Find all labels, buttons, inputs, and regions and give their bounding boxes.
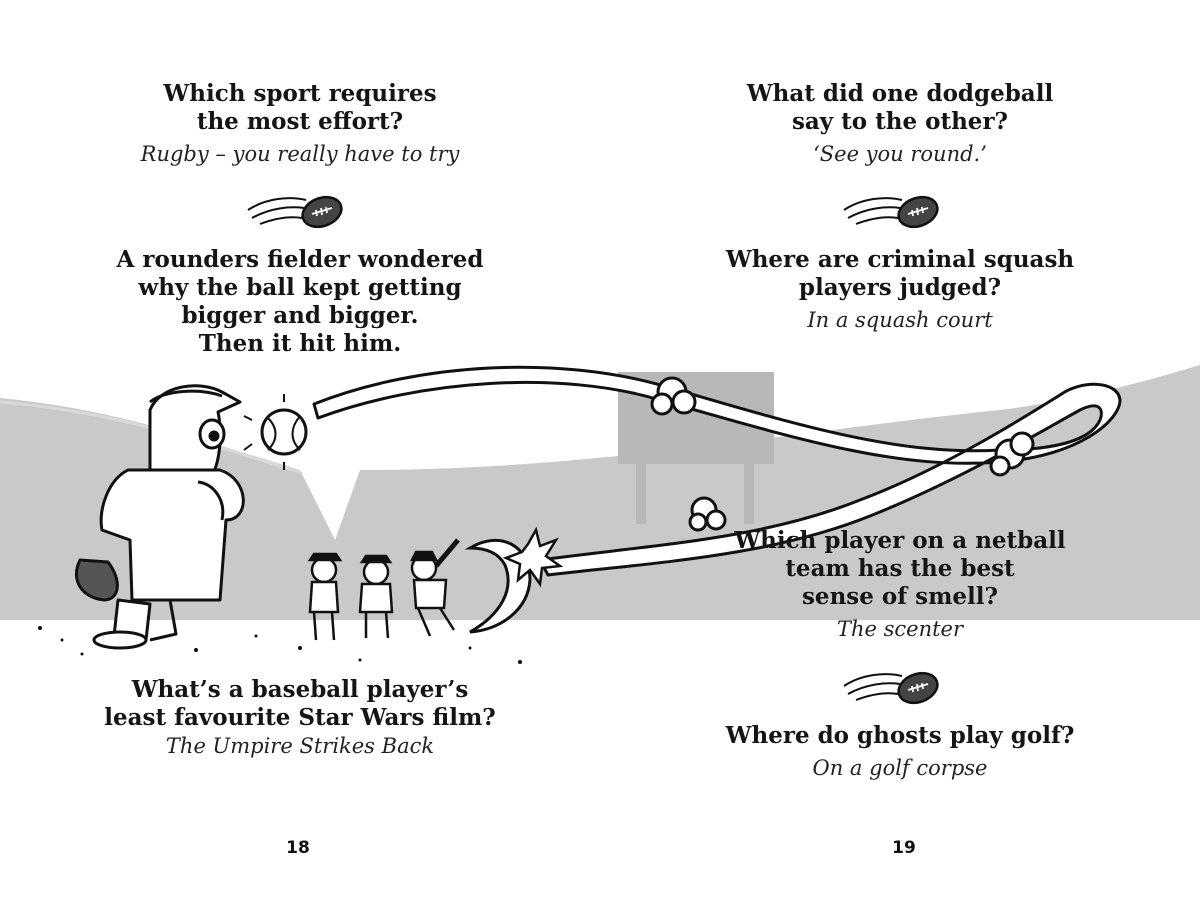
ground-marks	[38, 626, 522, 664]
joke-answer: On a golf corpse	[812, 756, 988, 780]
swing-swoosh	[464, 538, 532, 634]
page-number-right: 19	[892, 838, 916, 858]
baseball	[243, 394, 308, 470]
joke-block: Which player on a netball team has the b…	[670, 527, 1130, 643]
impact-star	[502, 526, 564, 588]
joke-question: A rounders fielder wondered why the ball…	[116, 246, 484, 357]
joke-block: What did one dodgeball say to the other?…	[670, 80, 1130, 168]
joke-block: Which sport requires the most effort? Ru…	[80, 80, 520, 168]
joke-answer: The scenter	[836, 617, 964, 641]
joke-block: A rounders fielder wondered why the ball…	[60, 246, 540, 358]
joke-answer: ‘See you round.’	[813, 142, 987, 166]
joke-block: Where are criminal squash players judged…	[670, 246, 1130, 334]
joke-question: What’s a baseball player’s least favouri…	[104, 676, 496, 731]
impact-puffs	[650, 376, 1035, 532]
fielder-character	[74, 384, 245, 650]
joke-block: Where do ghosts play golf? On a golf cor…	[670, 722, 1130, 782]
flying-rugby-ball-icon	[843, 195, 939, 229]
joke-answer: Rugby – you really have to try	[140, 142, 460, 166]
joke-answer: The Umpire Strikes Back	[165, 734, 435, 758]
flying-rugby-ball-icon	[247, 195, 343, 229]
page-number-left: 18	[286, 838, 310, 858]
flying-rugby-ball-icon	[843, 671, 939, 705]
joke-question: Where do ghosts play golf?	[725, 722, 1075, 749]
joke-block: What’s a baseball player’s least favouri…	[60, 676, 540, 760]
joke-answer: In a squash court	[807, 308, 993, 332]
joke-question: Which player on a netball team has the b…	[734, 527, 1066, 610]
joke-question: Which sport requires the most effort?	[163, 80, 437, 135]
joke-question: What did one dodgeball say to the other?	[746, 80, 1054, 135]
batter-character	[409, 538, 460, 637]
joke-question: Where are criminal squash players judged…	[725, 246, 1075, 301]
umpire-character	[307, 552, 343, 641]
stadium-stands	[0, 365, 1200, 620]
catcher-character	[358, 554, 394, 639]
